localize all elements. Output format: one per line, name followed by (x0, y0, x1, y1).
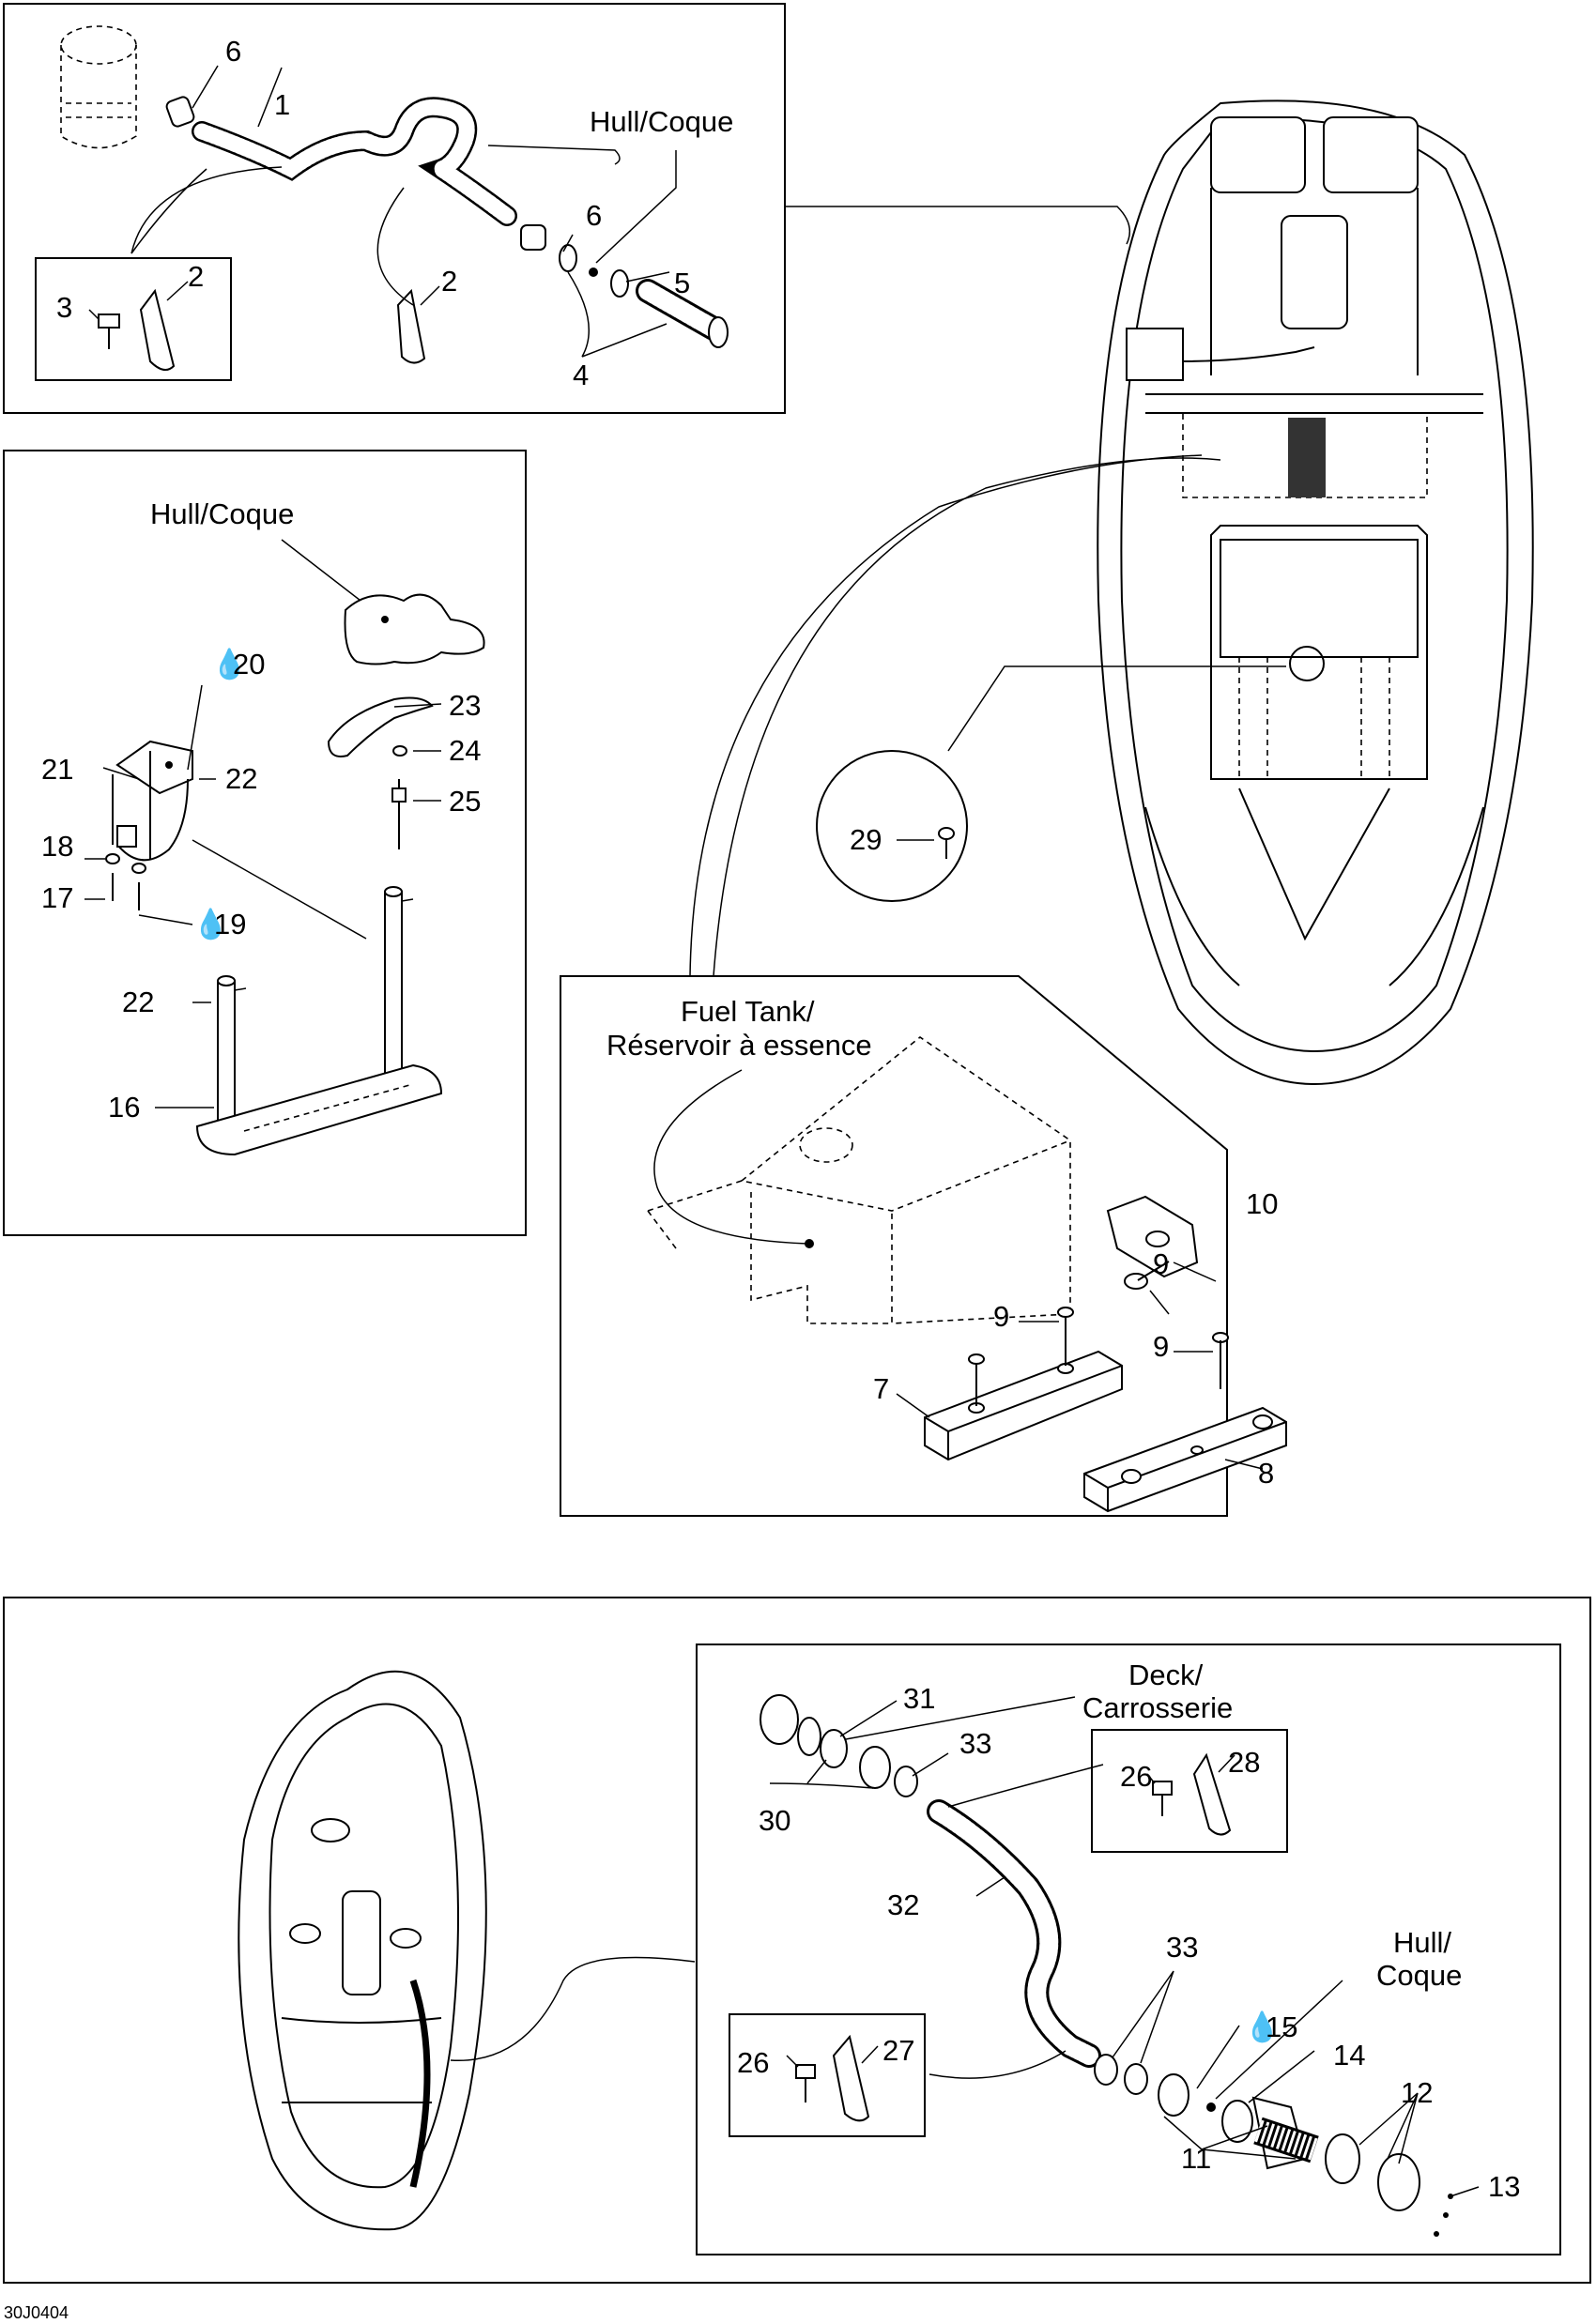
deck-label-line1: Deck/ (1128, 1659, 1204, 1691)
rivet-29-detail: 29 (816, 750, 968, 902)
callout-7: 7 (873, 1372, 889, 1405)
watercraft-top-view (689, 99, 1534, 1086)
callout-33: 33 (959, 1727, 991, 1760)
callout-13: 13 (1488, 2170, 1520, 2203)
hull-coque-label: Hull/Coque (590, 105, 733, 138)
callout-4: 4 (573, 359, 589, 391)
callout-18: 18 (41, 830, 73, 863)
hull-label-line2: Coque (1376, 1959, 1462, 1992)
callout-5: 5 (674, 267, 690, 299)
panel-fuel-tank: Fuel Tank/ Réservoir à essence (560, 975, 1287, 1517)
tie-wrap-2a-icon (139, 288, 176, 371)
callout-12: 12 (1401, 2076, 1433, 2109)
callout-29: 29 (850, 823, 882, 856)
callout-15: 15 (1266, 2011, 1297, 2043)
callout-8: 8 (1258, 1457, 1274, 1490)
callout-22: 22 (225, 762, 257, 795)
callout-21: 21 (41, 753, 73, 786)
panel-step: Hull/Coque 💧 20 (3, 450, 527, 1236)
hull-coque-label: Hull/Coque (150, 497, 294, 530)
hull-label-line1: Hull/ (1393, 1926, 1451, 1959)
callout-20: 💧 (211, 647, 248, 680)
callout-28: 28 (1228, 1746, 1260, 1779)
fuel-tank-label-line1: Fuel Tank/ (681, 995, 815, 1028)
callout-2: 2 (441, 265, 457, 298)
drop-icon: 💧 (1244, 2010, 1281, 2043)
drop-icon: 💧 (192, 907, 229, 940)
callout-20: 20 (233, 648, 265, 680)
fuel-tank-label-line2: Réservoir à essence (606, 1029, 872, 1062)
callout-10: 10 (1246, 1187, 1278, 1220)
callout-2: 2 (188, 260, 204, 293)
callout-23: 23 (449, 689, 481, 722)
screw-3-icon (98, 313, 120, 349)
callout-9: 9 (1153, 1330, 1169, 1363)
deck-label-line2: Carrosserie (1082, 1691, 1233, 1724)
callout-26: 26 (737, 2046, 769, 2079)
callout-14: 14 (1333, 2039, 1365, 2072)
callout-11: 11 (1181, 2142, 1211, 2175)
callout-17: 17 (41, 881, 73, 914)
callout-1: 1 (274, 88, 290, 121)
panel-bilge-hose: 6 1 Hull/Coque 6 5 2 4 3 2 (3, 3, 786, 414)
callout-33: 33 (1166, 1931, 1198, 1964)
callout-9: 9 (993, 1300, 1009, 1333)
panel-drain: Deck/ Carrosserie (3, 1597, 1591, 2284)
watercraft-iso-view (238, 1670, 487, 2231)
callout-27: 27 (882, 2034, 914, 2067)
fuel-tank (647, 1036, 1071, 1324)
callout-6: 6 (586, 199, 602, 232)
drawing-code: 30J0404 (4, 2303, 69, 2322)
callout-6: 6 (225, 35, 241, 68)
hose-1 (192, 97, 517, 226)
tie-wrap-2b-icon (396, 288, 426, 364)
callout-30: 30 (759, 1804, 790, 1837)
callout-25: 25 (449, 785, 481, 818)
bilge-pump (60, 25, 137, 149)
drop-icon: 💧 (211, 647, 248, 680)
callout-19: 19 (214, 908, 246, 940)
callout-32: 32 (887, 1888, 919, 1921)
callout-3: 3 (56, 291, 72, 324)
callout-9: 9 (1153, 1247, 1169, 1280)
callout-24: 24 (449, 734, 481, 767)
callout-26: 26 (1120, 1760, 1152, 1793)
callout-22: 22 (122, 986, 154, 1018)
callout-31: 31 (903, 1682, 935, 1715)
callout-16: 16 (108, 1091, 140, 1124)
